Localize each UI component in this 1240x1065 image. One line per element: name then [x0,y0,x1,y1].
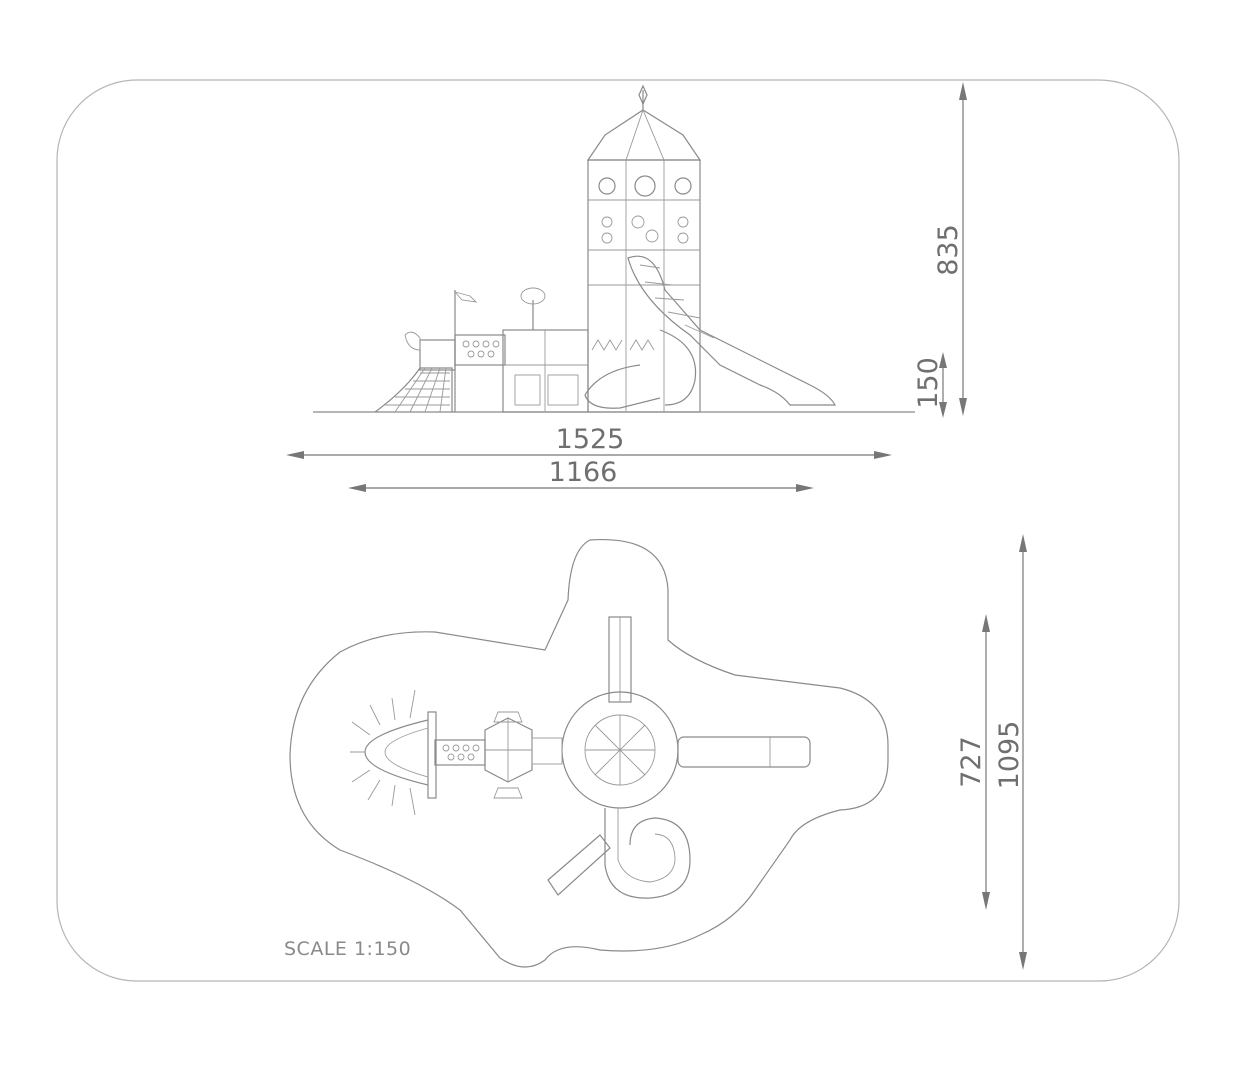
dimension-727-label: 727 [956,736,987,788]
plan-view [289,538,889,968]
dimension-150-label: 150 [913,357,944,409]
dimension-width-overall: 1095 [994,534,1027,970]
dimension-length-overall: 1525 [286,424,892,459]
dimension-1525-label: 1525 [556,424,625,455]
play-platforms [374,287,589,413]
dimension-total-height: 835 [933,82,967,416]
dimension-835-label: 835 [933,224,964,276]
elevation-view [313,84,915,413]
tower [586,84,702,413]
dimension-width-inner: 727 [956,614,990,910]
scale-label: SCALE 1:150 [284,938,412,960]
dimension-1166-label: 1166 [549,457,618,488]
tube-slide [584,255,836,409]
drawing-frame [56,79,1180,982]
plan-tower [561,691,679,809]
dimension-length-inner: 1166 [348,457,814,492]
safety-zone [289,538,889,968]
dimension-1095-label: 1095 [994,721,1025,790]
dimension-platform-height: 150 [913,352,947,418]
